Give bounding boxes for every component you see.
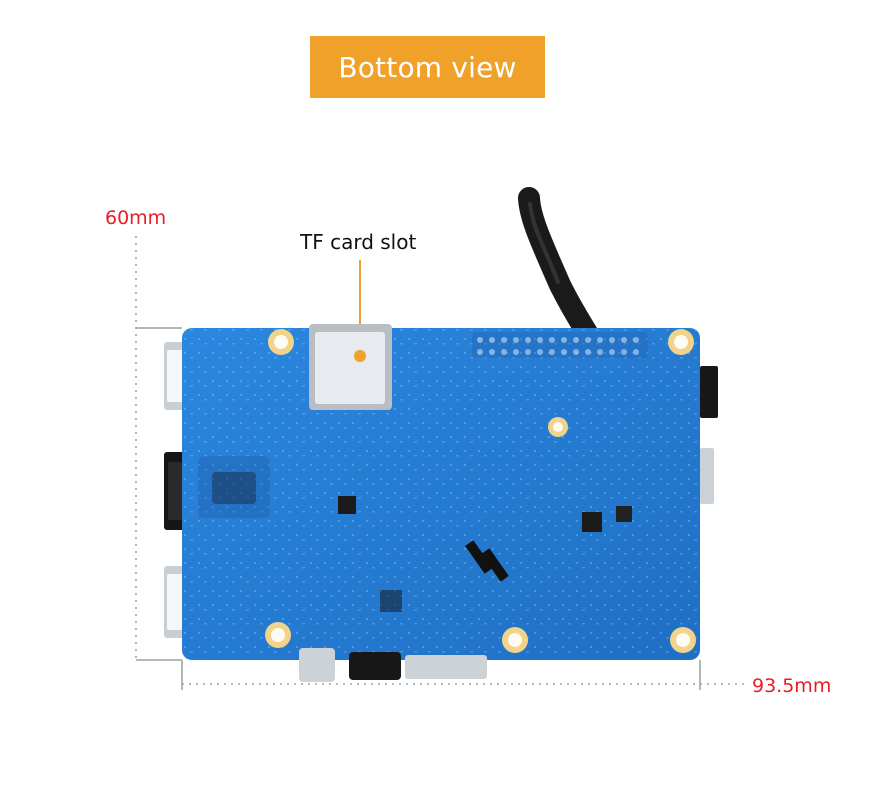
height-dimension-label: 60mm: [105, 207, 167, 229]
pcb-board: [182, 324, 700, 682]
left-connectors: [164, 342, 186, 638]
tf-card-slot: [309, 324, 392, 410]
right-connectors: [700, 366, 718, 504]
dimension-guides: [135, 236, 745, 690]
gpio-header: [472, 332, 648, 358]
mounting-holes: [265, 329, 696, 653]
tf-card-slot-label: TF card slot: [300, 230, 417, 254]
title-banner: Bottom view: [310, 36, 545, 98]
cable-icon: [518, 187, 601, 349]
bottom-connectors: [299, 648, 487, 682]
components: [198, 456, 632, 612]
page-title: Bottom view: [338, 50, 517, 84]
width-dimension-label: 93.5mm: [752, 675, 832, 697]
